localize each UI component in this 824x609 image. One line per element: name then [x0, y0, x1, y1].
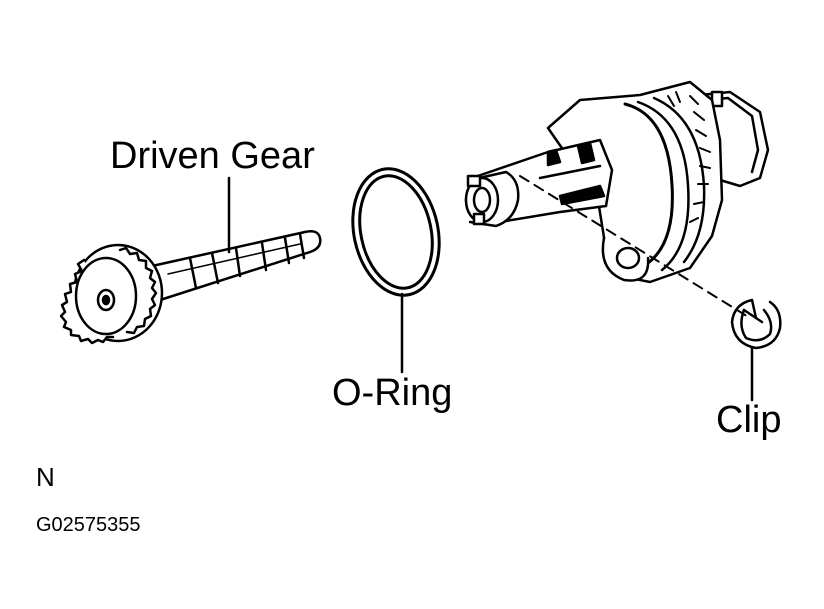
- sensor-housing-part: [464, 80, 770, 319]
- clip-inner-curve: [740, 308, 773, 342]
- clip-part: [730, 298, 782, 402]
- o-ring-inner-edge: [358, 174, 434, 290]
- corner-letter: N: [36, 462, 55, 492]
- housing-shading: [667, 91, 711, 223]
- driven-gear-label: Driven Gear: [110, 135, 315, 177]
- driven-gear-part: [59, 176, 322, 345]
- figure-code: G02575355: [36, 514, 141, 536]
- o-ring-outer-edge: [351, 167, 441, 297]
- gear-wheel: [59, 243, 164, 345]
- o-ring-label: O-Ring: [332, 372, 453, 414]
- clip-outer-curve: [730, 298, 782, 350]
- clip-alignment-dashed-line: [519, 175, 751, 319]
- o-ring-part: [351, 167, 441, 374]
- clip-label: Clip: [716, 399, 782, 441]
- gear-shaft: [150, 230, 322, 302]
